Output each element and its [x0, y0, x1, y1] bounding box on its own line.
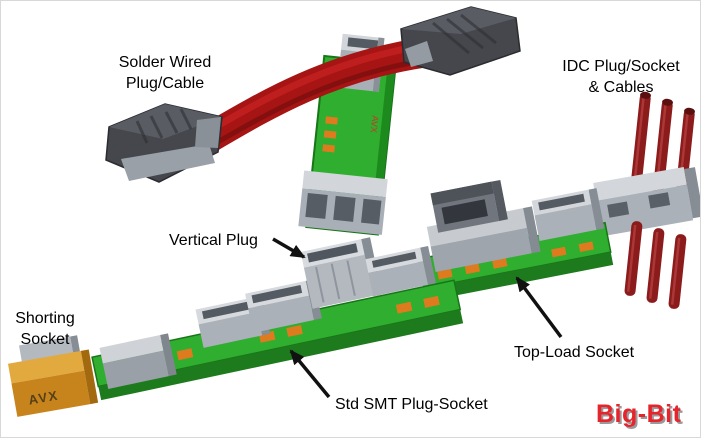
top-load-socket: [426, 179, 541, 272]
vertical-plug-label: Vertical Plug: [169, 232, 258, 249]
smt-connector: [531, 188, 605, 241]
copper-pad: [492, 258, 508, 269]
top-load-label: Top-Load Socket: [513, 344, 635, 361]
vertical-pcb-bottom-connector: [298, 170, 388, 235]
smt-connector: [99, 333, 177, 389]
idc-cable-rod: [624, 221, 643, 296]
std-smt-label: Std SMT Plug-Socket: [335, 396, 488, 413]
idc-cable-rod: [668, 234, 687, 309]
solder-plug-left: [105, 103, 223, 183]
copper-pad: [286, 325, 303, 337]
copper-pad: [423, 295, 440, 308]
shorting-socket-illustration: AVX: [7, 335, 99, 417]
smt-pcb-edge: [98, 309, 464, 401]
copper-pad: [322, 144, 335, 153]
copper-pad: [578, 241, 594, 252]
solder-cable-illustration: [105, 6, 521, 183]
smt-connector: [245, 279, 322, 333]
copper-pad: [395, 301, 413, 314]
vertical-pcb-avx-text: AVX: [369, 115, 381, 133]
solder-wired-label: Solder Wired Plug/Cable: [118, 54, 212, 92]
smt-connector: [365, 245, 436, 297]
cable-stripe: [209, 58, 423, 149]
top-load-board-illustration: [417, 179, 614, 302]
solder-plug-right: [400, 6, 521, 76]
smt-board-illustration: AVX: [91, 237, 464, 401]
idc-cable-rod: [646, 228, 665, 303]
vertical-plug-arrow: [272, 237, 306, 259]
copper-pad: [323, 130, 337, 139]
std-smt-arrow: [289, 349, 331, 399]
shorting-socket-avx-text: AVX: [27, 388, 59, 408]
idc-label: IDC Plug/Socket & Cables: [562, 58, 680, 96]
copper-pad: [176, 348, 194, 361]
idc-illustration: [564, 91, 700, 309]
vertical-plug-connector: [300, 237, 383, 309]
copper-pad: [464, 263, 481, 275]
idc-cable-rod: [630, 91, 651, 193]
copper-pad: [437, 268, 453, 280]
red-ribbon-cable: [196, 38, 436, 152]
copper-pad: [325, 116, 338, 125]
copper-pad: [551, 246, 567, 258]
top-load-arrow: [515, 276, 563, 339]
bigbit-logo: Big-Bit: [596, 400, 682, 428]
shorting-socket-label: Shorting Socket: [15, 310, 75, 348]
cable-stripe: [210, 42, 422, 133]
